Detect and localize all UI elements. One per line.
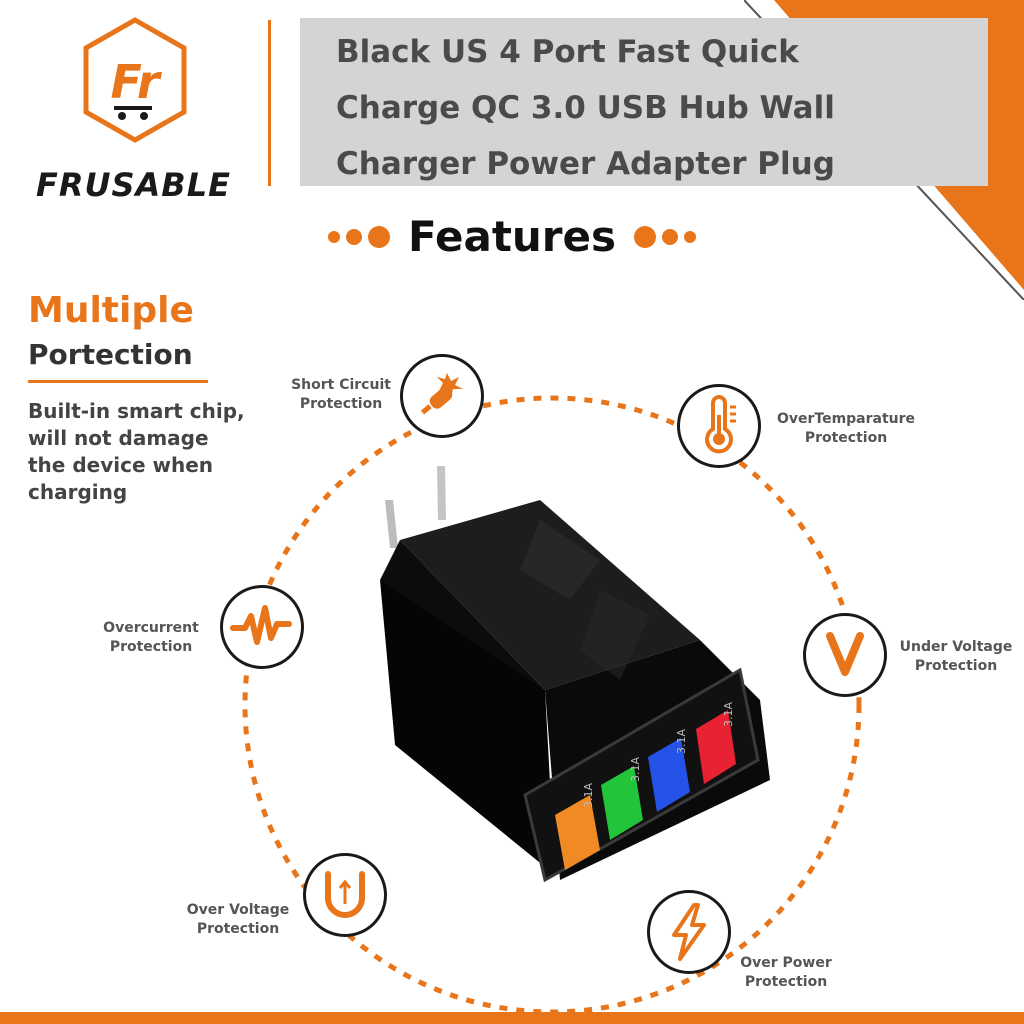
intro-underline <box>28 380 208 383</box>
intro-heading-1: Multiple <box>28 290 194 331</box>
lightning-bolt-icon <box>647 890 731 974</box>
brand-logo: Fr FRUSABLE <box>28 16 238 204</box>
logo-hexagon-icon: Fr <box>83 17 187 143</box>
voltage-v-icon <box>803 613 887 697</box>
product-title-box: Black US 4 Port Fast Quick Charge QC 3.0… <box>300 18 988 186</box>
usb-charger-image: 3.1A 3.1A 3.1A 3.1A <box>380 466 770 883</box>
port-label: 3.1A <box>722 702 735 727</box>
svg-text:Fr: Fr <box>110 55 162 109</box>
feature-label-over-power: Over Power Protection <box>740 955 832 990</box>
intro-description-line: Built-in smart chip, <box>28 399 245 423</box>
product-title-line: Charge QC 3.0 USB Hub Wall <box>336 90 835 126</box>
product-title-line: Charger Power Adapter Plug <box>336 146 835 182</box>
section-title: Features <box>408 212 616 261</box>
feature-label-under-voltage: Under Voltage Protection <box>899 639 1013 674</box>
bottom-accent-bar <box>0 1012 1024 1024</box>
intro-description-line: will not damage <box>28 426 209 450</box>
decorative-dots-left <box>325 225 393 248</box>
intro-description-line: charging <box>28 480 128 504</box>
feature-label-over-voltage: Over Voltage Protection <box>186 902 290 937</box>
short-circuit-icon <box>400 354 484 438</box>
intro-description: Built-in smart chip, will not damage the… <box>28 398 268 506</box>
decorative-dots-right <box>631 225 699 248</box>
thermometer-icon <box>677 384 761 468</box>
product-title-line: Black US 4 Port Fast Quick <box>336 34 799 70</box>
port-label: 3.1A <box>582 783 595 808</box>
pulse-icon <box>220 585 304 669</box>
brand-name: FRUSABLE <box>36 166 231 204</box>
magnet-icon <box>303 853 387 937</box>
intro-heading-2: Portection <box>28 338 193 371</box>
port-label: 3.1A <box>629 757 642 782</box>
feature-label-over-temperature: OverTemparature Protection <box>776 411 916 446</box>
feature-label-short-circuit: Short Circuit Protection <box>291 377 391 412</box>
intro-description-line: the device when <box>28 453 213 477</box>
feature-label-overcurrent: Overcurrent Protection <box>103 620 199 655</box>
header-divider <box>268 20 271 186</box>
features-heading: Features <box>0 212 1024 272</box>
port-label: 3.1A <box>675 729 688 754</box>
usb-ports <box>555 710 736 870</box>
